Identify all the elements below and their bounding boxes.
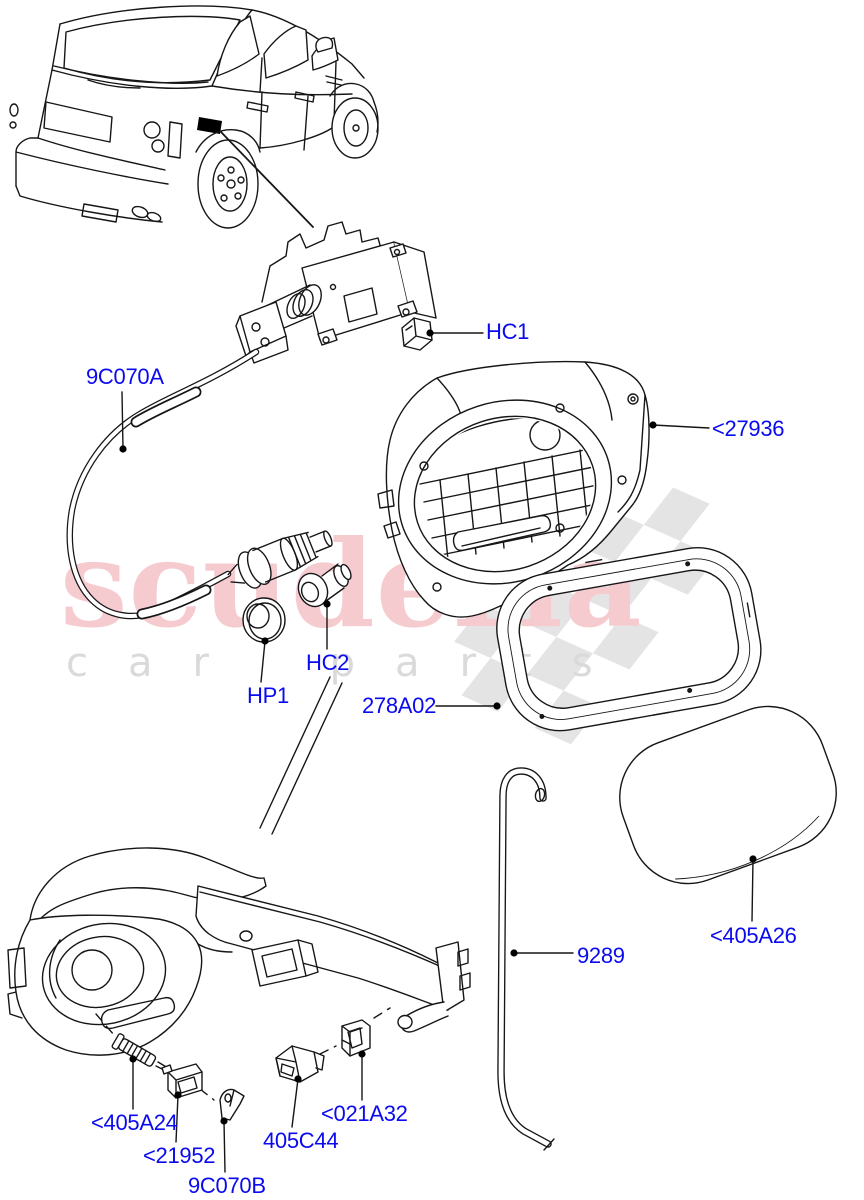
part-label-405A24[interactable]: <405A24	[91, 1110, 178, 1135]
part-label-9C070A[interactable]: 9C070A	[86, 364, 164, 389]
bushing-hc2	[297, 563, 352, 608]
watermark-sub-text: car parts	[66, 640, 633, 686]
connector-405c44	[275, 1045, 325, 1083]
vehicle-thumbnail	[9, 5, 379, 229]
part-label-21952[interactable]: <21952	[143, 1143, 216, 1168]
part-label-278A02[interactable]: 278A02	[362, 693, 437, 718]
part-label-HC1[interactable]: HC1	[486, 319, 530, 344]
part-label-HC2[interactable]: HC2	[306, 650, 350, 675]
fuel-door-release-actuator	[235, 221, 437, 364]
clip-021a32	[341, 1019, 371, 1057]
part-label-405C44[interactable]: 405C44	[263, 1128, 339, 1153]
switch-21952	[155, 1063, 203, 1099]
leader-lines	[119, 329, 757, 1173]
filler-pocket-assembly	[7, 847, 471, 1056]
part-label-HP1[interactable]: HP1	[247, 683, 289, 708]
fuel-door-marker	[197, 117, 222, 134]
clip-9c070b	[219, 1088, 245, 1121]
part-label-021A32[interactable]: <021A32	[321, 1101, 408, 1126]
fuel-filler-housing	[377, 360, 650, 618]
filler-door-seal	[496, 547, 762, 732]
part-label-27936[interactable]: <27936	[712, 416, 785, 441]
release-cable	[66, 348, 333, 620]
prop-rod	[497, 767, 555, 1151]
pointer-line	[220, 131, 314, 228]
part-label-9C070B[interactable]: 9C070B	[188, 1173, 266, 1198]
stud-405a24	[111, 1033, 157, 1067]
clip-hc1	[401, 317, 433, 351]
part-label-405A26[interactable]: <405A26	[710, 923, 797, 948]
part-label-9289[interactable]: 9289	[577, 943, 625, 968]
grommet-hp1	[242, 597, 286, 643]
fuel-filler-door	[619, 705, 837, 885]
